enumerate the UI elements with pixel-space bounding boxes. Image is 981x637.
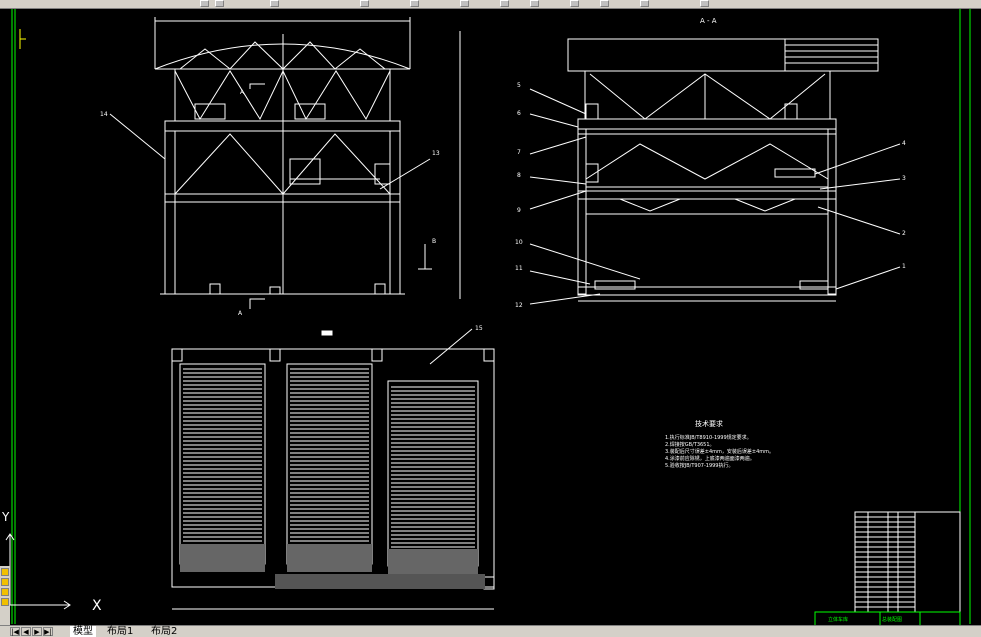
leader-number-14: 14 bbox=[100, 111, 108, 118]
nav-first-button[interactable]: |◀ bbox=[10, 627, 20, 636]
leader-number-12: 12 bbox=[515, 302, 523, 309]
plan-slats bbox=[183, 368, 475, 548]
tech-line: 5.验收按JB/T907-1999执行。 bbox=[665, 462, 734, 469]
tab-layout1[interactable]: 布局1 bbox=[107, 626, 134, 637]
nav-last-button[interactable]: ▶| bbox=[43, 627, 53, 636]
dim-label-right: B bbox=[432, 238, 436, 245]
section-mark-top: A bbox=[240, 89, 245, 96]
nav-prev-button[interactable]: ◀ bbox=[21, 627, 31, 636]
tech-line: 2.焊接按GB/T3651。 bbox=[665, 441, 715, 448]
tech-line: 3.装配后尺寸误差±4mm，安装后误差±4mm。 bbox=[665, 448, 774, 455]
layout-tab-bar: |◀ ◀ ▶ ▶| 模型 布局1 布局2 bbox=[0, 625, 981, 637]
leader-number-5: 5 bbox=[517, 82, 521, 89]
title-block-drawing: 总装配图 bbox=[882, 616, 902, 623]
leader-number-4: 4 bbox=[902, 140, 906, 147]
tech-line: 1.执行标准JB/T8910-1999规定要求。 bbox=[665, 434, 752, 441]
section-leaders-left: 5 6 7 8 9 10 11 12 bbox=[515, 82, 523, 309]
toolbar-icon[interactable] bbox=[1, 588, 9, 596]
leader-number-11: 11 bbox=[515, 265, 523, 272]
leader-number-10: 10 bbox=[515, 239, 523, 246]
section-mark-bottom: A bbox=[238, 310, 243, 317]
title-block bbox=[814, 511, 961, 626]
toolbar-button[interactable] bbox=[270, 0, 279, 7]
toolbar-icon[interactable] bbox=[1, 598, 9, 606]
ucs-icon bbox=[5, 533, 71, 610]
toolbar-button[interactable] bbox=[530, 0, 539, 7]
plan-mesh bbox=[180, 544, 485, 589]
leader-number-13: 13 bbox=[432, 150, 440, 157]
toolbar-button[interactable] bbox=[410, 0, 419, 7]
title-block-name: 立体车库 bbox=[828, 616, 848, 623]
leader-number-6: 6 bbox=[517, 110, 521, 117]
ucs-x-label: X bbox=[92, 598, 102, 614]
nav-next-button[interactable]: ▶ bbox=[32, 627, 42, 636]
toolbar-button[interactable] bbox=[460, 0, 469, 7]
leader-number-1: 1 bbox=[902, 263, 906, 270]
toolbar-button[interactable] bbox=[360, 0, 369, 7]
leader-number-15: 15 bbox=[475, 325, 483, 332]
tech-title: 技术要求 bbox=[695, 419, 723, 428]
left-toolbar bbox=[0, 566, 10, 625]
left-ruler bbox=[19, 29, 26, 49]
drawing-border bbox=[11, 9, 971, 624]
title-rows bbox=[855, 516, 915, 608]
toolbar-button[interactable] bbox=[500, 0, 509, 7]
toolbar-button[interactable] bbox=[600, 0, 609, 7]
leader-number-8: 8 bbox=[517, 172, 521, 179]
leader-number-7: 7 bbox=[517, 149, 521, 156]
toolbar-button[interactable] bbox=[640, 0, 649, 7]
leader-number-2: 2 bbox=[902, 230, 906, 237]
tab-model[interactable]: 模型 bbox=[70, 626, 96, 637]
section-leaders-right: 4 3 2 1 bbox=[902, 140, 906, 270]
drawing-canvas[interactable]: 14 13 A A B A - A bbox=[0, 9, 981, 626]
section-title: A - A bbox=[700, 17, 717, 25]
toolbar-button[interactable] bbox=[200, 0, 209, 7]
ucs-y-label: Y bbox=[1, 510, 10, 524]
toolbar-button[interactable] bbox=[215, 0, 224, 7]
toolbar-icon[interactable] bbox=[1, 568, 9, 576]
leader-number-3: 3 bbox=[902, 175, 906, 182]
toolbar bbox=[0, 0, 981, 9]
toolbar-icon[interactable] bbox=[1, 578, 9, 586]
tech-notes: 1.执行标准JB/T8910-1999规定要求。 2.焊接按GB/T3651。 … bbox=[665, 434, 774, 469]
toolbar-button[interactable] bbox=[570, 0, 579, 7]
leader-number-9: 9 bbox=[517, 207, 521, 214]
toolbar-button[interactable] bbox=[700, 0, 709, 7]
tech-line: 4.涂漆前应除锈，上底漆两遍面漆两遍。 bbox=[665, 455, 755, 462]
tab-layout2[interactable]: 布局2 bbox=[151, 626, 178, 637]
front-view bbox=[109, 17, 461, 309]
section-view bbox=[529, 38, 901, 305]
